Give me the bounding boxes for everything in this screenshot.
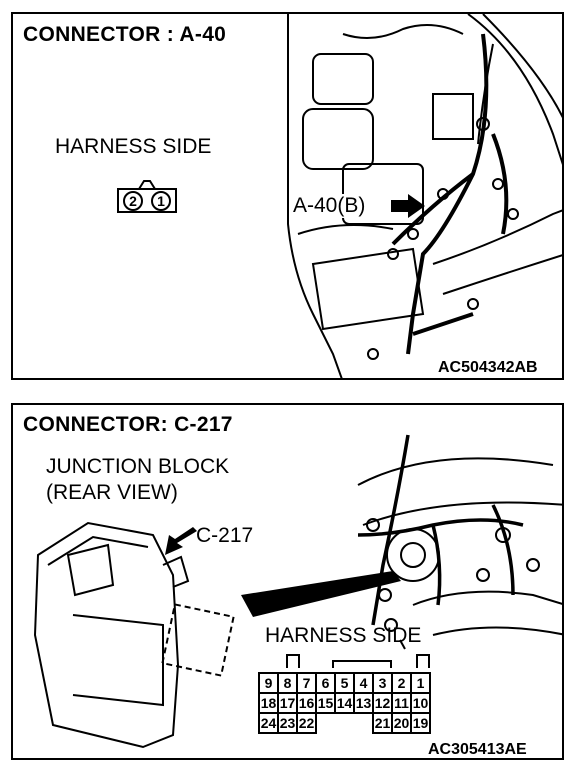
pin-cell: 18 [258,692,279,714]
pin-cell: 21 [372,712,393,734]
pin-cell: 17 [277,692,298,714]
pin-cell-empty [316,713,335,733]
c217-callout-label: C-217 [196,524,254,547]
connector-a40-title: CONNECTOR : A-40 [23,23,227,46]
pin-cell: 22 [296,712,317,734]
pin-cell: 14 [334,692,355,714]
pin-cell-empty [335,713,354,733]
engine-bay-illustration [287,14,562,378]
pin-cell: 10 [410,692,431,714]
pin-cell: 9 [258,672,279,694]
connector-a40-face: 2 1 [117,179,177,213]
pin-cell: 16 [296,692,317,714]
pin-cell: 15 [315,692,336,714]
pin-cell: 12 [372,692,393,714]
pin-row: 9 8 7 6 5 4 3 2 1 [258,672,431,694]
pin-cell: 11 [391,692,412,714]
connector-a40-outline [117,180,177,213]
pin-a40-1: 1 [151,191,171,211]
pin-cell: 5 [334,672,355,694]
junction-block-illustration [33,434,562,749]
c217-arrow-icon [165,527,197,555]
pin-cell: 23 [277,712,298,734]
a40-figure-code: AC504342AB [438,359,538,376]
rear-view-label: (REAR VIEW) [46,481,178,504]
connector-c217-panel: CONNECTOR: C-217 JUNCTION BLOCK (REAR VI… [11,403,564,760]
pointer-wedge-icon [241,571,401,617]
junction-block-label: JUNCTION BLOCK [46,455,230,478]
pin-cell: 13 [353,692,374,714]
pin-cell: 3 [372,672,393,694]
pin-cell: 24 [258,712,279,734]
pin-cell: 2 [391,672,412,694]
pin-cell: 6 [315,672,336,694]
pin-cell: 4 [353,672,374,694]
pin-cell: 7 [296,672,317,694]
pin-row: 24 23 22 21 20 19 [258,712,431,734]
connector-a40-panel: CONNECTOR : A-40 HARNESS SIDE 2 1 [11,12,564,380]
pin-cell: 8 [277,672,298,694]
connector-c217-title: CONNECTOR: C-217 [23,413,233,436]
harness-side-label-c217: HARNESS SIDE [265,624,422,647]
a40-arrow-icon [391,194,425,218]
pin-cell: 1 [410,672,431,694]
pin-cell-empty [354,713,373,733]
c217-figure-code: AC305413AE [428,741,527,758]
pin-a40-2: 2 [123,191,143,211]
a40-callout-label: A-40(B) [291,194,368,218]
pin-row: 18 17 16 15 14 13 12 11 10 [258,692,431,714]
connector-c217-pin-grid: 9 8 7 6 5 4 3 2 1 18 17 16 15 14 13 12 1… [258,672,431,734]
pin-cell: 20 [391,712,412,734]
pin-cell: 19 [410,712,431,734]
harness-side-label-a40: HARNESS SIDE [55,135,212,158]
